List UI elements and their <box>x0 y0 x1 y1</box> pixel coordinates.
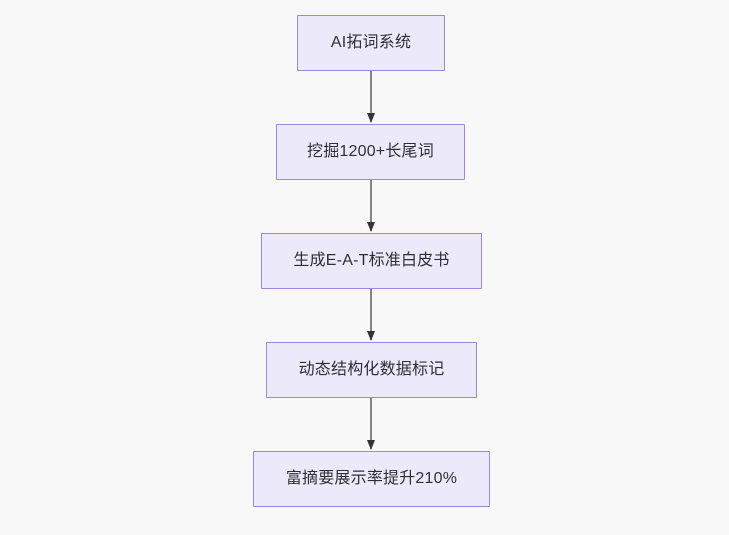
flow-node-label: 生成E-A-T标准白皮书 <box>293 252 450 270</box>
flow-node-label: 挖掘1200+长尾词 <box>307 143 434 161</box>
flow-node-dynamic-structured-data-markup[interactable]: 动态结构化数据标记 <box>266 342 477 398</box>
flow-node-generate-eat-whitepaper[interactable]: 生成E-A-T标准白皮书 <box>261 233 482 289</box>
flow-node-label: 富摘要展示率提升210% <box>285 470 458 488</box>
flow-node-rich-snippet-impression-lift[interactable]: 富摘要展示率提升210% <box>253 451 490 507</box>
flow-node-mine-long-tail-keywords[interactable]: 挖掘1200+长尾词 <box>276 124 465 180</box>
flow-node-label: 动态结构化数据标记 <box>298 361 445 379</box>
flow-node-ai-keyword-system[interactable]: AI拓词系统 <box>297 15 445 71</box>
flow-node-label: AI拓词系统 <box>330 34 412 52</box>
